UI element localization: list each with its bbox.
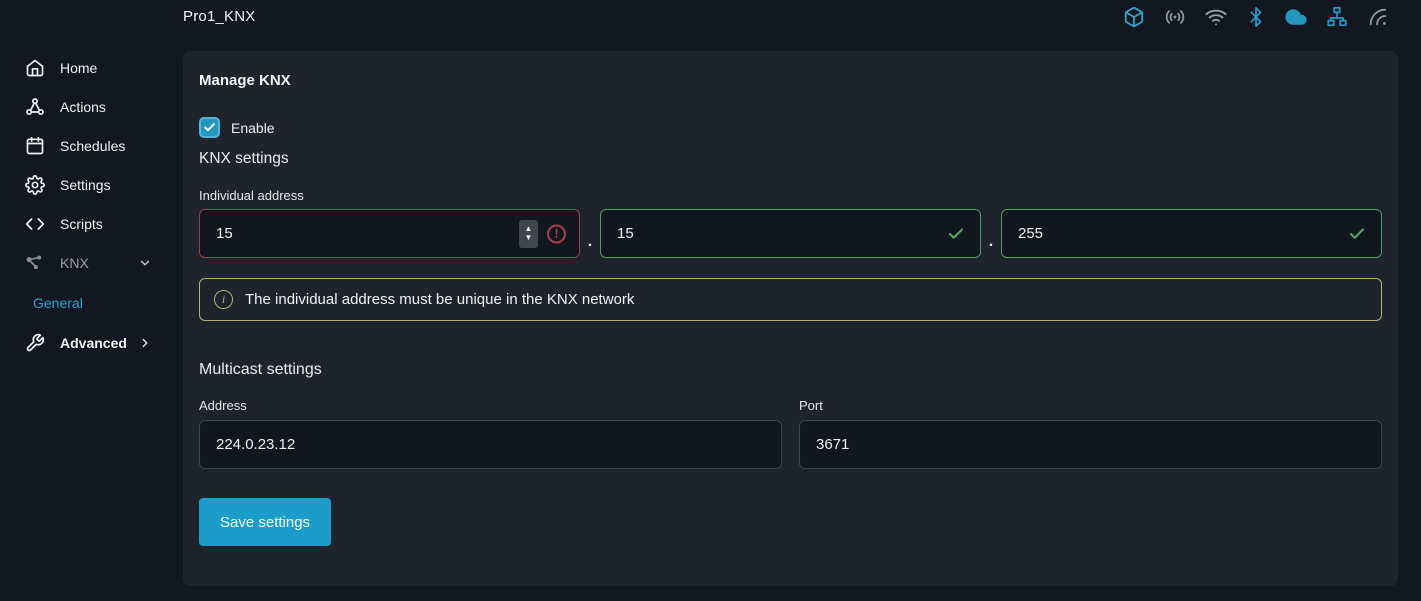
sidebar-item-advanced[interactable]: Advanced — [0, 323, 160, 362]
lan-icon — [1326, 6, 1348, 28]
calendar-icon — [25, 136, 45, 156]
multicast-address-group: Address — [199, 398, 782, 469]
number-stepper[interactable]: ▲▼ — [519, 219, 538, 248]
sidebar-item-actions[interactable]: Actions — [0, 87, 160, 126]
knx-share-icon — [25, 253, 45, 273]
address-label: Address — [199, 398, 247, 413]
sidebar-item-knx[interactable]: KNX — [0, 243, 160, 282]
sidebar-item-knx-general[interactable]: General — [0, 282, 182, 323]
wifi-icon — [1205, 6, 1227, 28]
port-label: Port — [799, 398, 823, 413]
dot-separator: . — [988, 233, 994, 250]
sidebar-item-home[interactable]: Home — [0, 48, 160, 87]
sidebar-item-schedules[interactable]: Schedules — [0, 126, 160, 165]
individual-address-label: Individual address — [199, 188, 304, 203]
individual-address-input-2[interactable] — [600, 209, 981, 258]
sidebar-nav: Home Actions Schedules Settings Scripts … — [0, 48, 182, 362]
bluetooth-icon — [1246, 6, 1266, 28]
sidebar-item-settings[interactable]: Settings — [0, 165, 160, 204]
save-settings-button[interactable]: Save settings — [199, 498, 332, 546]
status-icon-tray — [1123, 6, 1389, 28]
manage-knx-panel: Manage KNX Enable KNX settings Individua… — [183, 51, 1398, 586]
project-title: Pro1_KNX — [183, 8, 256, 25]
info-banner: i The individual address must be unique … — [199, 278, 1382, 321]
sidebar-item-label: Scripts — [60, 215, 103, 232]
enable-row: Enable — [199, 117, 1382, 138]
knx-settings-label: KNX settings — [199, 150, 289, 167]
multicast-settings-heading: Multicast settings — [199, 361, 322, 378]
individual-address-input-3[interactable] — [1001, 209, 1382, 258]
valid-check-icon — [1348, 225, 1366, 243]
actions-icon — [25, 97, 45, 117]
multicast-port-input[interactable] — [799, 420, 1382, 469]
cloud-icon — [1285, 6, 1307, 28]
page-title: Manage KNX — [199, 72, 291, 89]
enable-label: Enable — [231, 119, 275, 136]
gear-icon — [25, 174, 45, 195]
individual-address-input-1[interactable] — [199, 209, 580, 258]
enable-checkbox[interactable] — [199, 117, 220, 138]
broadcast-icon — [1164, 6, 1186, 28]
individual-address-row: ▲▼ ! . . — [199, 209, 1382, 258]
sidebar-item-label: Home — [60, 59, 98, 76]
chevron-down-icon — [138, 256, 152, 270]
sidebar-item-label: Schedules — [60, 137, 126, 154]
home-icon — [25, 58, 45, 78]
valid-check-icon — [947, 225, 965, 243]
top-bar: Pro1_KNX — [0, 0, 1421, 36]
individual-address-field-2 — [600, 209, 981, 258]
code-icon — [25, 214, 45, 234]
info-icon: i — [214, 290, 233, 309]
wrench-icon — [25, 333, 45, 353]
sidebar-item-label: KNX — [60, 254, 89, 271]
sidebar-subitem-label: General — [33, 294, 83, 311]
cube-icon — [1123, 6, 1145, 28]
nearby-signal-icon — [1367, 6, 1389, 28]
sidebar-item-scripts[interactable]: Scripts — [0, 204, 160, 243]
individual-address-field-1: ▲▼ ! — [199, 209, 580, 258]
multicast-address-input[interactable] — [199, 420, 782, 469]
sidebar-item-label: Settings — [60, 176, 111, 193]
multicast-port-group: Port — [799, 398, 1382, 469]
info-message: The individual address must be unique in… — [245, 291, 635, 308]
multicast-grid: Address Port — [199, 398, 1382, 469]
sidebar-item-label: Actions — [60, 98, 106, 115]
chevron-right-icon — [138, 336, 152, 350]
error-icon: ! — [547, 224, 566, 243]
sidebar-item-label: Advanced — [60, 334, 127, 351]
dot-separator: . — [587, 233, 593, 250]
individual-address-field-3 — [1001, 209, 1382, 258]
